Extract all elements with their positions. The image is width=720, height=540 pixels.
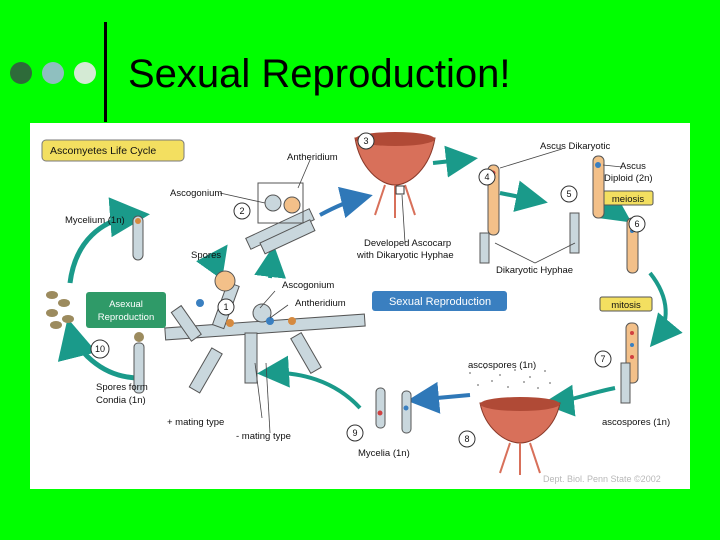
label-spores: Spores	[191, 250, 221, 261]
svg-text:mitosis: mitosis	[611, 300, 641, 311]
cycle-arrow-bottom	[57, 318, 141, 381]
ascocarp-releasing-spores	[469, 367, 561, 475]
step-circle-7: 7	[594, 350, 612, 368]
step-circle-10: 10	[90, 339, 110, 359]
conidia-spores	[46, 291, 74, 329]
label-antheridium-mid: Antheridium	[295, 298, 346, 309]
arrow-to-ascocarp	[319, 186, 373, 219]
step-number-1: 1	[223, 302, 228, 312]
step-circle-4: 4	[478, 168, 496, 186]
label-developed-2: with Dikaryotic Hyphae	[356, 250, 454, 261]
arrow-to-ascogonium	[254, 245, 287, 279]
label-dikaryotic-hyphae: Dikaryotic Hyphae	[496, 265, 573, 276]
leader-lines	[219, 148, 623, 434]
step-number-3: 3	[363, 136, 368, 146]
bullet-dot-light	[74, 62, 96, 84]
step-number-8: 8	[464, 434, 469, 444]
arrow-6-to-7	[648, 271, 683, 348]
label-plus-mating: + mating type	[167, 417, 224, 428]
label-developed-1: Developed Ascocarp	[364, 238, 451, 249]
svg-text:Sexual Reproduction: Sexual Reproduction	[389, 296, 491, 308]
step-number-9: 9	[352, 428, 357, 438]
step-number-5: 5	[566, 189, 571, 199]
label-diploid: Diploid (2n)	[604, 173, 653, 184]
ascus-step-7	[620, 322, 639, 404]
label-spores-form-1: Spores form	[96, 382, 148, 393]
mitosis-box: mitosis	[599, 296, 653, 312]
step-number-4: 4	[484, 172, 489, 182]
step-circle-1: 1	[217, 298, 235, 316]
step-number-10: 10	[95, 344, 105, 354]
mycelium-hypha	[132, 215, 144, 261]
arrow-8-to-9	[407, 381, 471, 414]
arrow-9-to-mycelium	[257, 355, 362, 410]
label-credit: Dept. Biol. Penn State ©2002	[543, 474, 661, 484]
badge-text: Ascomyetes Life Cycle	[50, 145, 156, 157]
arrow-7-to-8	[542, 384, 616, 417]
label-ascus-dikaryotic: Ascus Dikaryotic	[540, 141, 610, 152]
label-ascogonium-mid: Ascogonium	[282, 280, 334, 291]
title-divider	[104, 22, 107, 122]
bullet-dot-dark	[10, 62, 32, 84]
meiosis-box: meiosis	[602, 190, 654, 206]
label-mycelium: Mycelium (1n)	[65, 215, 125, 226]
arrow-ascocarp-to-4	[432, 145, 478, 178]
step-number-6: 6	[634, 219, 639, 229]
slide-title: Sexual Reproduction!	[128, 52, 511, 96]
mycelia-step-9	[375, 387, 412, 434]
label-minus-mating: - mating type	[236, 431, 291, 442]
step-circle-6: 6	[628, 215, 646, 233]
label-ascus: Ascus	[620, 161, 646, 172]
label-ascospores-bottom: ascospores (1n)	[602, 417, 670, 428]
label-ascospores-top: ascospores (1n)	[468, 360, 536, 371]
step-number-7: 7	[600, 354, 605, 364]
arrow-spores-up	[196, 244, 228, 280]
label-mycelia: Mycelia (1n)	[358, 448, 410, 459]
step-circle-9: 9	[346, 424, 364, 442]
step-number-2: 2	[239, 206, 244, 216]
step-circle-5: 5	[560, 185, 578, 203]
step-circle-2: 2	[233, 202, 251, 220]
step-circle-3: 3	[357, 132, 375, 150]
conidiophore	[133, 332, 145, 394]
arrow-4-to-5	[499, 180, 548, 212]
svg-text:meiosis: meiosis	[612, 194, 644, 205]
step-circle-8: 8	[458, 430, 476, 448]
label-antheridium-top: Antheridium	[287, 152, 338, 163]
label-ascogonium-top: Ascogonium	[170, 188, 222, 199]
cycle-arrow-top	[67, 197, 150, 284]
bullet-dot-teal	[42, 62, 64, 84]
mating-hyphae-network	[164, 270, 366, 394]
ascocarp-developed	[354, 132, 436, 218]
step-2-hyphae	[245, 182, 316, 255]
sexual-reproduction-box: Sexual Reproduction	[372, 291, 507, 311]
life-cycle-badge: Ascomyetes Life Cycle	[41, 139, 185, 162]
bullet-dots	[10, 62, 100, 86]
label-spores-form-2: Condia (1n)	[96, 395, 146, 406]
ascus-step-5	[569, 155, 605, 254]
